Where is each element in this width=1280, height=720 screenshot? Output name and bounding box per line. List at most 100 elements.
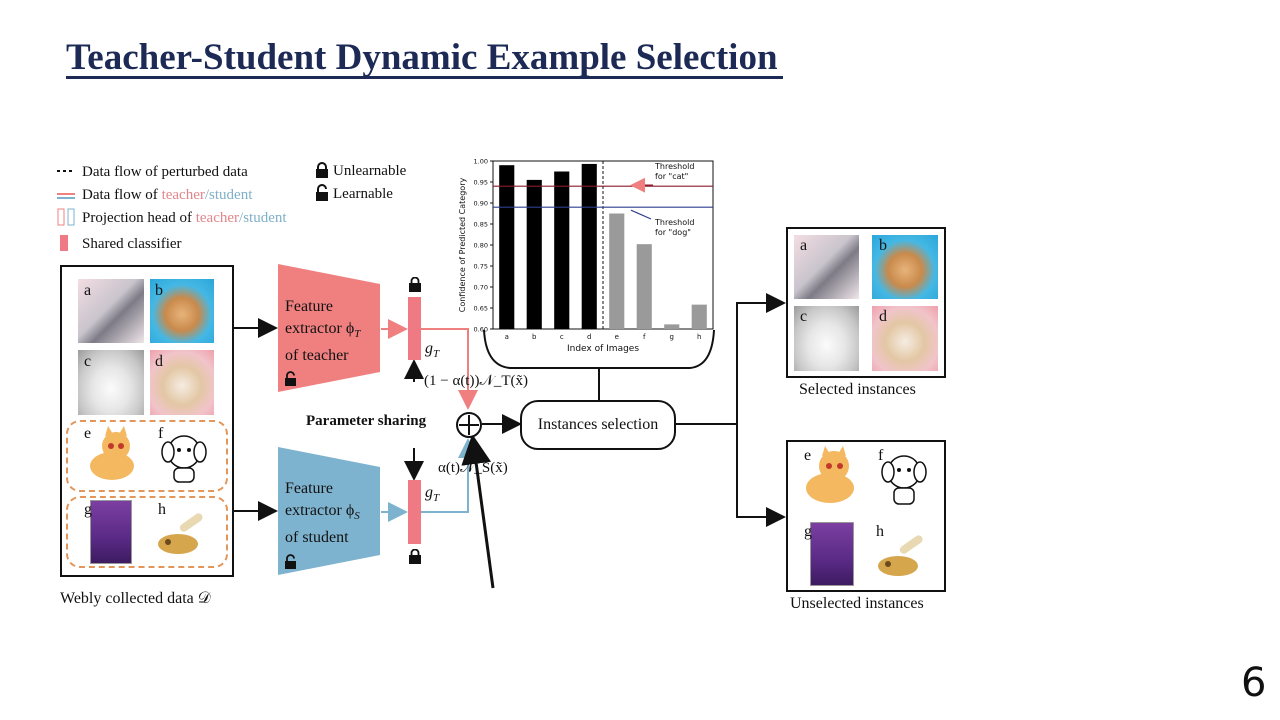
threshold-dog-label-1: Threshold: [654, 218, 694, 227]
legend-projection: Projection head of teacher/student: [82, 209, 287, 227]
y-tick-label: 0.95: [474, 179, 488, 187]
instances-selection-label: Instances selection: [537, 416, 659, 433]
teacher-extractor-label: Feature extractor ϕT of teacher: [285, 296, 360, 367]
letter-a: a: [84, 282, 92, 299]
student-extractor-line1: Feature: [285, 480, 333, 497]
letter-g: g: [84, 501, 92, 518]
cartoon-cat-image-e: [806, 446, 854, 503]
legend-swatches: [57, 170, 75, 251]
x-tick-label: f: [643, 333, 646, 341]
letter-h: h: [158, 501, 166, 518]
legend-flow-teacher: teacher: [161, 187, 205, 203]
legend-shared: Shared classifier: [82, 236, 182, 252]
cat-food-image-g: [810, 522, 854, 586]
toy-image-h: [158, 513, 203, 554]
letter-d: d: [155, 353, 163, 370]
bar-a: [499, 165, 515, 329]
bar-c: [554, 171, 570, 329]
x-axis-label: Index of Images: [567, 344, 639, 354]
legend-flow-prefix: Data flow of: [82, 187, 162, 203]
x-tick-label: e: [615, 333, 619, 341]
teacher-weight-term: (1 − α(t))𝒩_T(x̃): [424, 373, 528, 389]
y-tick-label: 0.75: [474, 263, 488, 271]
y-tick-label: 1.00: [474, 158, 488, 166]
selected-caption: Selected instances: [799, 381, 916, 398]
cartoon-group: [66, 420, 228, 492]
letter-b: b: [155, 282, 163, 299]
y-tick-label: 0.85: [474, 221, 488, 229]
teacher-head-label: gT: [425, 340, 439, 360]
student-head-g: g: [425, 484, 433, 501]
student-extractor-label: Feature extractor ϕS of student: [285, 478, 360, 549]
bar-g: [664, 324, 680, 329]
y-tick-label: 0.60: [474, 326, 488, 334]
cartoon-dog-image-f: [881, 455, 927, 505]
cat-image-a: [78, 279, 144, 343]
selected-letter-c: c: [800, 308, 808, 325]
teacher-extractor-phi: extractor ϕ: [285, 320, 355, 337]
legend-unlearnable: Unlearnable: [333, 163, 407, 179]
student-weight-term: α(t)𝒩_S(x̃): [438, 460, 508, 476]
x-tick-label: a: [505, 333, 509, 341]
selected-letter-d: d: [879, 308, 887, 325]
threshold-dog-label-2: for "dog": [655, 228, 691, 237]
x-tick-label: g: [670, 333, 674, 341]
legend-flow-slash: /: [204, 187, 210, 203]
teacher-extractor-sub: T: [354, 328, 361, 341]
unselected-caption: Unselected instances: [790, 595, 924, 612]
cartoon-dog-image-f: [161, 435, 207, 483]
legend-proj-student: student: [243, 210, 287, 226]
legend: Data flow of perturbed data Data flow of…: [56, 162, 456, 262]
legend-perturbed: Data flow of perturbed data: [82, 164, 248, 180]
instances-selection-node: Instances selection: [520, 400, 676, 450]
threshold-cat-label-1: Threshold: [654, 162, 694, 171]
sum-node: [456, 412, 482, 438]
legend-flow: Data flow of teacher/student: [82, 186, 252, 204]
webly-caption: Webly collected data 𝒟: [60, 590, 211, 607]
legend-proj-prefix: Projection head of: [82, 210, 196, 226]
dog-image-d: [150, 350, 214, 415]
threshold-cat-label-2: for "cat": [655, 172, 688, 181]
legend-lock-icons: [316, 162, 328, 201]
bar-h: [691, 304, 707, 329]
selected-cat-image-a: [794, 235, 859, 299]
lock-closed-icon: [409, 277, 421, 292]
unselected-letter-h: h: [876, 523, 884, 540]
letter-e: e: [84, 425, 92, 442]
student-head: [408, 480, 421, 544]
selected-letter-a: a: [800, 237, 808, 254]
unselected-letter-g: g: [804, 523, 812, 540]
teacher-extractor-shape: [278, 264, 380, 392]
student-head-sub: T: [433, 492, 440, 505]
y-tick-label: 0.80: [474, 242, 488, 250]
x-tick-label: h: [697, 333, 701, 341]
student-extractor-line2: extractor ϕS: [285, 500, 360, 527]
page-number: 6: [1241, 660, 1267, 706]
object-group: [66, 496, 228, 568]
unselected-letter-f: f: [878, 447, 884, 464]
teacher-head-g: g: [425, 340, 433, 357]
selected-cat-image-c: [794, 306, 859, 371]
teacher-head-sub: T: [433, 348, 440, 361]
legend-proj-slash: /: [239, 210, 244, 226]
x-tick-label: d: [587, 333, 591, 341]
cat-food-image-g: [90, 500, 132, 564]
bar-e: [609, 213, 625, 329]
lock-closed-icon: [316, 162, 328, 178]
x-tick-label: b: [532, 333, 537, 341]
cat-image-c: [78, 350, 144, 415]
student-head-label: gT: [425, 484, 439, 504]
student-extractor-shape: [278, 447, 380, 575]
parameter-sharing-label: Parameter sharing: [306, 413, 427, 429]
bar-b: [526, 179, 542, 329]
y-tick-label: 0.65: [474, 305, 488, 313]
toy-image-h: [878, 535, 923, 576]
student-extractor-line3: of student: [285, 529, 349, 547]
selected-dog-image-b: [872, 235, 938, 299]
lock-open-icon: [285, 554, 296, 569]
legend-learnable: Learnable: [333, 186, 393, 202]
selected-letter-b: b: [879, 237, 887, 254]
teacher-extractor-line2: extractor ϕT: [285, 318, 360, 345]
